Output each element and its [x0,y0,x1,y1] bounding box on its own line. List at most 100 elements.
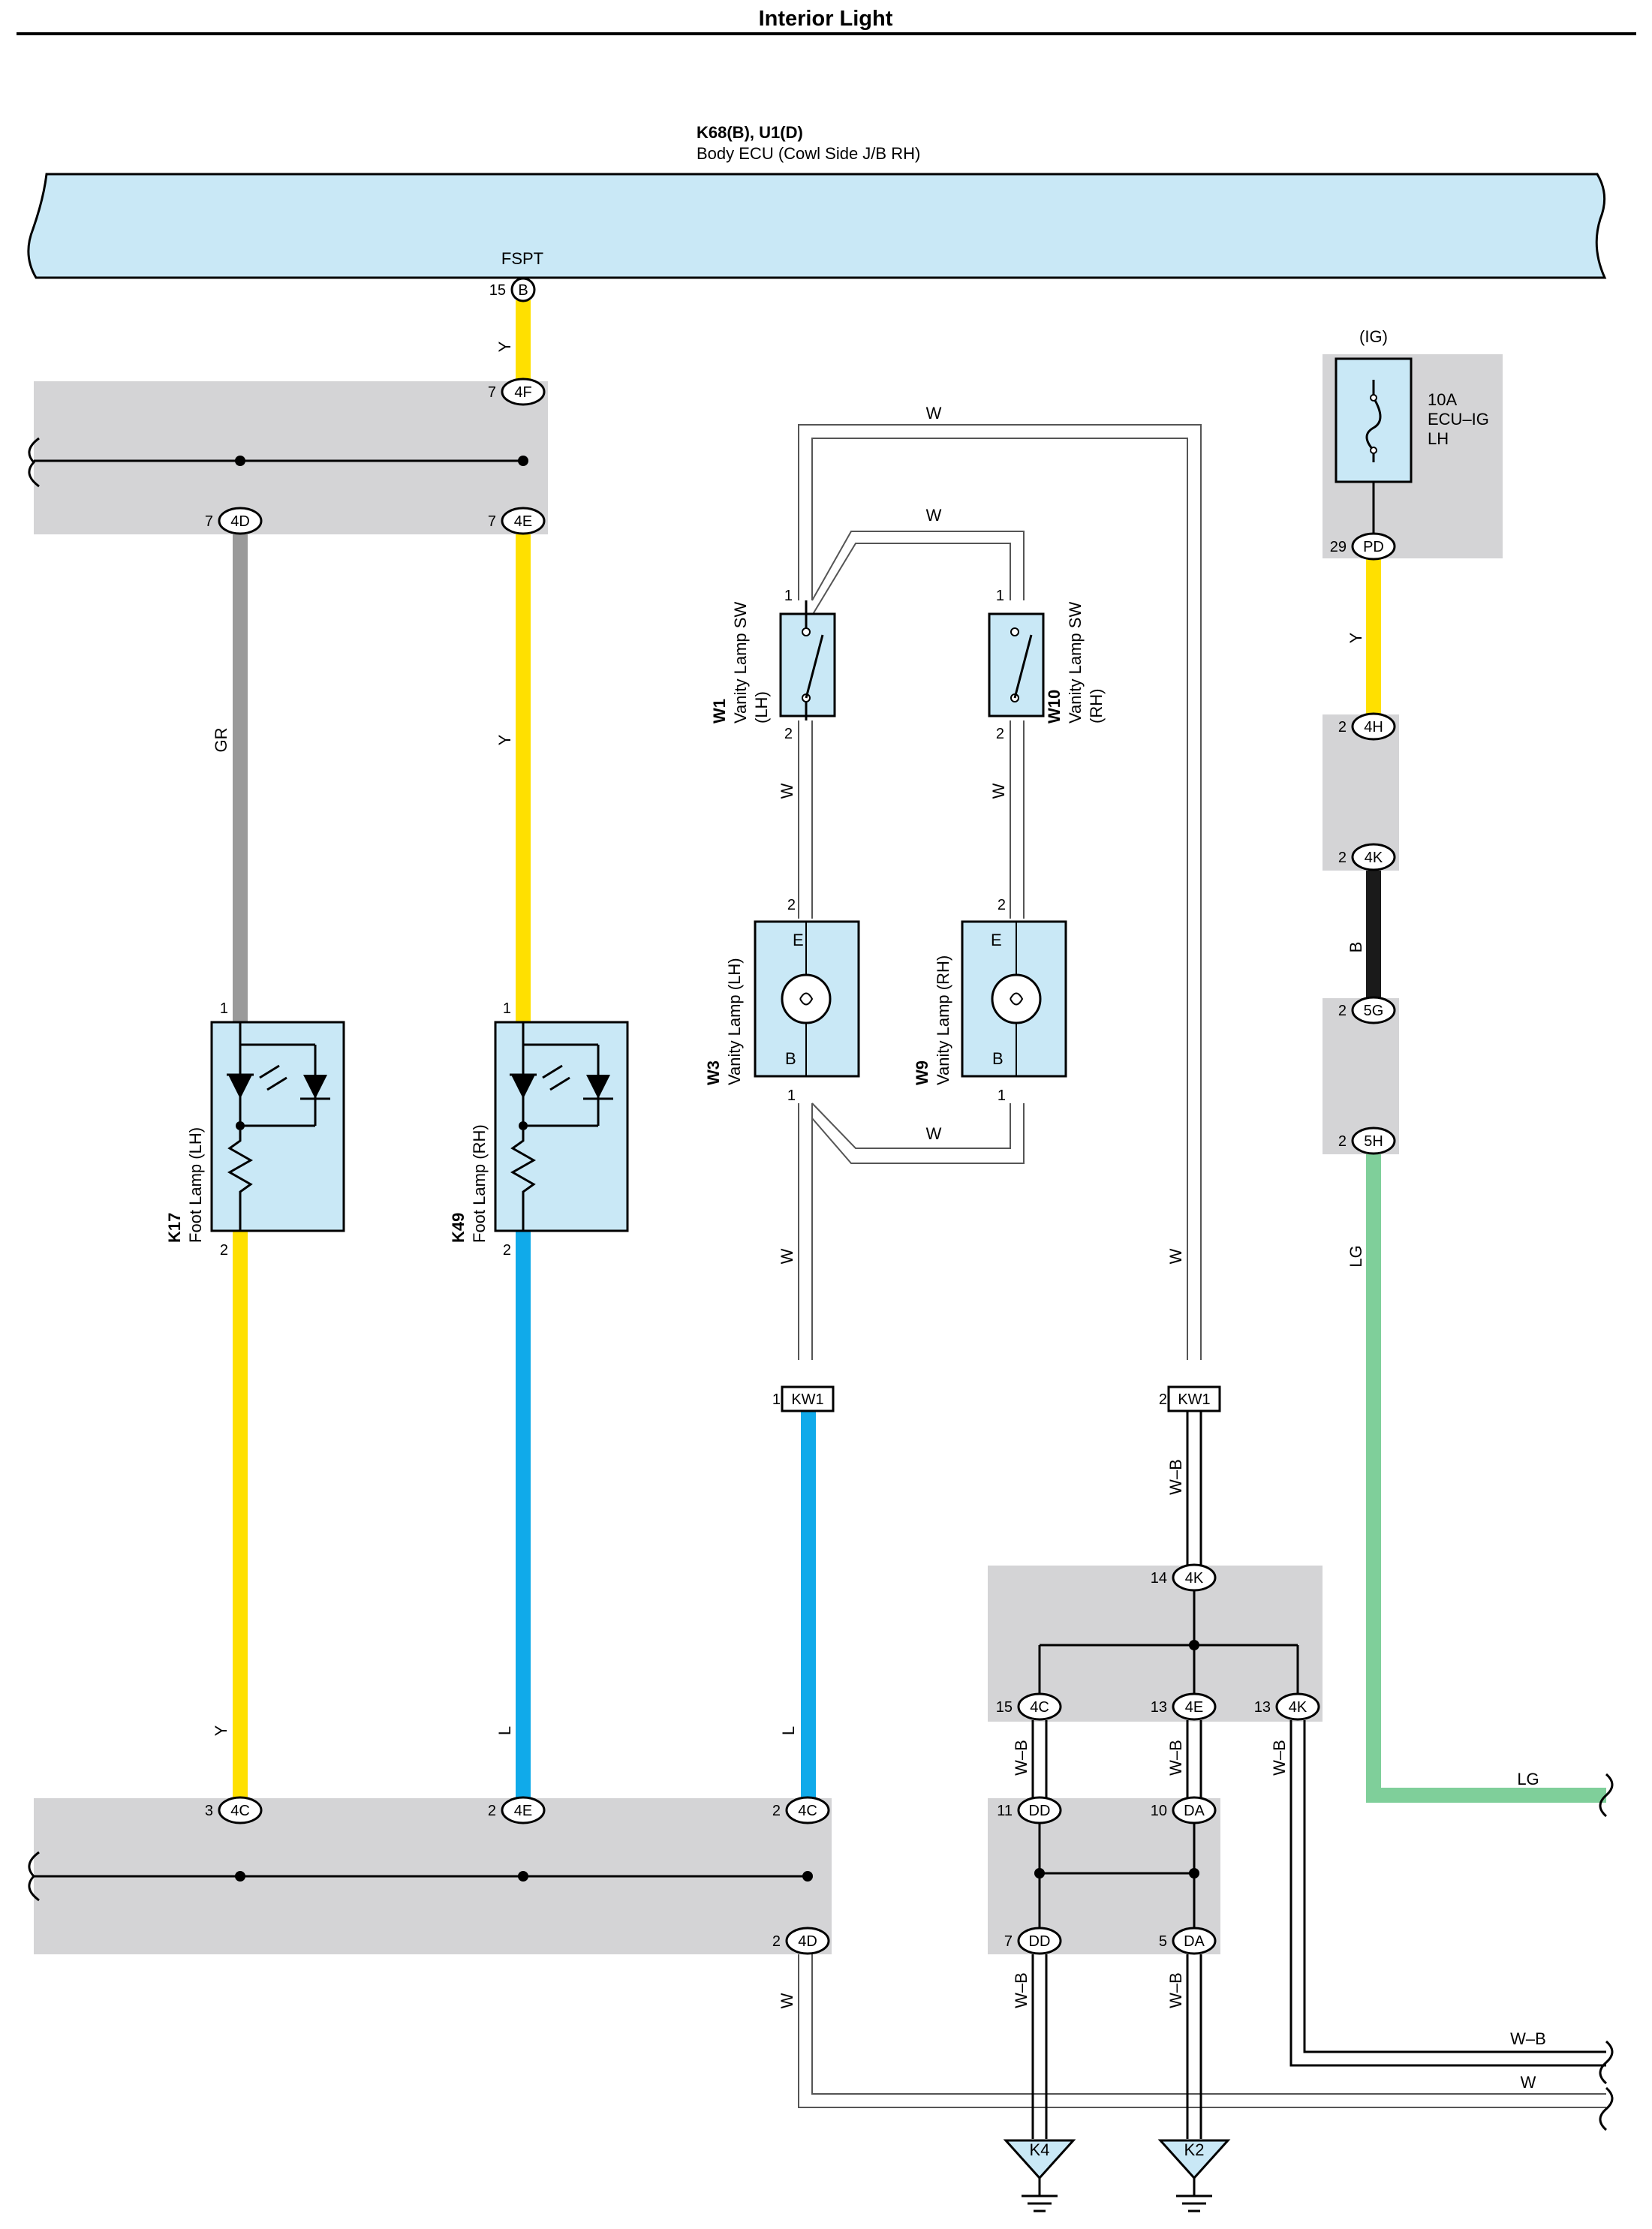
junction-block-top-left [34,381,548,534]
ecu-terminal-name: FSPT [501,249,543,268]
connector-shape [785,1927,830,1955]
fuse-end-top [1370,394,1377,402]
connector-dd-7: DD7 [1004,1927,1062,1955]
fuse-box [1335,357,1413,483]
connector-shape [218,507,263,535]
wire-labels: Y GR Y Y L L W W W W W W W W W W–B W–B W… [212,341,1546,2092]
junction-block-ground-bottom [988,1798,1220,1954]
connector-pin: 7 [488,513,496,530]
connector-shape [1275,1692,1320,1721]
ecu-code: K68(B), U1(D) [697,123,803,142]
connector-label: 4C [1030,1699,1049,1716]
wire-label-w10: W [989,783,1008,799]
wire-y-ecu [516,300,531,381]
wire-y-low [233,1231,248,1801]
junction-block-4h-4k [1323,714,1399,871]
ecu-terminal-circle [510,277,536,302]
connector-shape [218,1796,263,1824]
connector-label: DD [1029,1933,1051,1950]
w3-term-top: E [793,931,804,949]
junction-dots [235,456,1199,1882]
wire-label-w-top: W [926,404,942,423]
w1-side: (LH) [752,691,771,723]
connector-label: KW1 [1178,1391,1210,1408]
w9-name: Vanity Lamp (RH) [934,955,952,1085]
connector-shape [1017,1692,1062,1721]
ground-k4 [1003,2139,1076,2212]
fuse-icon [1365,380,1382,462]
connector-c4e-top: 4E 7 [488,507,546,535]
wire-label-w-cross-bottom: W [926,1124,942,1143]
vanity-lamp-rh [961,920,1067,1078]
connector-label: KW1 [791,1391,823,1408]
foot-lamp-lh [210,1021,345,1232]
connector-shape [501,378,546,406]
diagram-title: Interior Light [759,7,893,31]
wire-label-wb-4k: W–B [1270,1740,1289,1776]
ground-k2 [1157,2139,1231,2212]
connector-label: 4D [798,1933,817,1950]
white-wires [798,424,1606,2108]
connector-c4h: 4H2 [1338,712,1396,741]
connector-shape [1172,1927,1217,1955]
w1-pin-top: 1 [784,588,793,604]
connector-shape [1172,1563,1217,1592]
wire-label-wb-da: W–B [1166,1972,1185,2008]
w9-term-bottom: B [992,1049,1004,1068]
connector-pin: 2 [772,1933,781,1950]
w9-code: W9 [913,1060,931,1085]
w10-code: W10 [1045,690,1064,723]
connector-c4c-2: 4C2 [772,1796,830,1824]
connector-c4e-2: 4E2 [488,1796,546,1824]
jb-break-top [28,437,40,488]
connector-label: 4K [1289,1699,1307,1716]
w9-pin-bottom: 1 [998,1087,1006,1104]
w3-pin-top: 2 [787,897,796,913]
wire-gr [233,534,248,1022]
connector-label: DA [1184,1933,1205,1950]
w10-name: Vanity Lamp SW [1066,602,1085,723]
connector-shape [501,507,546,535]
connector-shape [501,1796,546,1824]
connector-label: DD [1029,1803,1051,1819]
connector-label: 5H [1364,1133,1383,1150]
connector-pin: 14 [1151,1570,1167,1587]
vanity-lamp-switch-lh [779,600,836,720]
wire-label-wb-exit: W–B [1510,2029,1546,2048]
connector-shape [1351,712,1396,741]
w1-name: Vanity Lamp SW [731,602,750,723]
connector-shape [1167,1385,1221,1412]
connector-label: DA [1184,1803,1205,1819]
ecu-body [27,173,1607,279]
wire-label-wb-4e: W–B [1166,1740,1185,1776]
w10-pin-bottom: 2 [996,726,1004,742]
wire-label-w-right-down: W [1166,1248,1185,1264]
fuse-name: ECU–IG [1428,410,1489,429]
junction-block-5g-5h [1323,998,1399,1154]
w1-code: W1 [710,699,729,723]
w3-term-bottom: B [785,1049,796,1068]
ground-k4-label: K4 [1030,2140,1050,2159]
k17-name: Foot Lamp (LH) [186,1127,205,1243]
connector-pin: 3 [205,1803,213,1819]
w9-term-top: E [991,931,1002,949]
k49-pin-bottom: 2 [503,1242,511,1259]
connector-shape [781,1385,835,1412]
w3-name: Vanity Lamp (LH) [725,958,744,1085]
k17-pin-top: 1 [220,1000,228,1017]
wire-label-w-left-down: W [778,1248,796,1264]
connector-label: 4F [514,384,531,401]
connector-label: 4E [514,513,532,530]
connector-c5h: 5H2 [1338,1127,1396,1155]
k49-name: Foot Lamp (RH) [470,1124,489,1243]
wire-y-mid [516,534,531,1022]
connector-label: PD [1363,539,1384,555]
wire-label-w1: W [778,783,796,799]
wire-y-fuse [1366,559,1381,714]
connector-label: 4D [230,513,250,530]
fuse-side: LH [1428,429,1449,448]
